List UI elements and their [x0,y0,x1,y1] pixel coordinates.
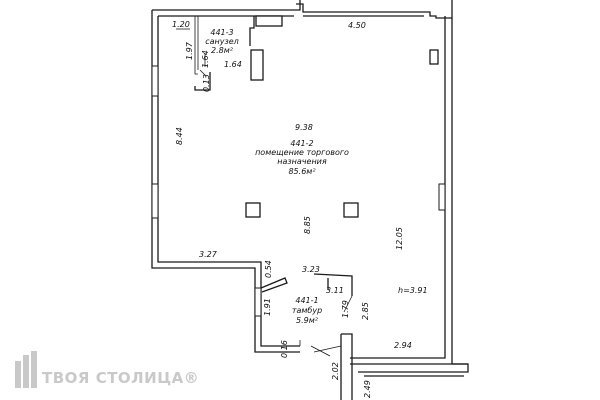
main-name-line1: помещение торгового [255,148,349,157]
dim-2-49: 2.49 [363,380,372,398]
shaft-top-right [429,49,439,65]
wc-name: санузел [205,37,239,46]
wc-number: 441-3 [210,28,233,37]
dim-9-38: 9.38 [295,123,313,132]
logo-text: ТВОЯ СТОЛИЦА® [42,369,200,387]
window-right [438,183,446,211]
vestibule-area: 5.9м² [296,316,319,325]
dimension-ticks [176,28,207,77]
dim-4-50: 4.50 [348,21,366,30]
dim-1-64-horizontal: 1.64 [224,60,242,69]
watermark-logo: ТВОЯ СТОЛИЦА® [14,349,199,389]
vestibule-name: тамбур [292,306,322,315]
dim-1-91: 1.91 [263,298,272,316]
main-number: 441-2 [290,139,313,148]
dim-2-94: 2.94 [394,341,412,350]
dim-3-27: 3.27 [199,250,218,259]
main-area: 85.6м² [288,167,316,176]
outer-walls [151,0,469,400]
dim-0-13: 0.13 [202,74,211,92]
dim-1-64-vertical: 1.64 [201,50,210,68]
wc-area: 2.8м² [211,46,234,55]
vestibule-number: 441-1 [295,296,318,305]
dim-1-20: 1.20 [172,20,190,29]
dim-8-44: 8.44 [175,127,184,145]
dim-2-02: 2.02 [331,362,340,380]
shaft-top [255,15,283,27]
window-vestibule [254,287,262,317]
dim-12-05: 12.05 [395,227,404,250]
dim-0-16: 0.16 [280,340,289,358]
room-wc-label: 441-3 санузел 2.8м² [205,28,239,55]
room-main-label: 441-2 помещение торгового назначения 85.… [255,139,349,176]
window-left-lower [151,183,159,219]
dim-ceiling-height: h=3.91 [398,286,428,295]
building-logo-icon [15,351,37,388]
wc-walls [194,15,439,91]
vestibule-walls [260,273,353,357]
dim-8-85: 8.85 [303,216,312,234]
columns [245,202,359,218]
dim-3-11: 3.11 [326,286,344,295]
dim-2-85: 2.85 [361,302,370,320]
room-vestibule-label: 441-1 тамбур 5.9м² [292,296,322,325]
window-left-upper [151,65,159,97]
dim-1-97: 1.97 [185,41,194,60]
dimensions: 1.20 4.50 1.97 1.64 1.64 0.13 9.38 8.44 … [172,20,428,398]
column-left [245,202,261,218]
dim-3-23: 3.23 [302,265,320,274]
dim-1-79: 1.79 [341,300,350,318]
dim-0-54: 0.54 [264,260,273,278]
column-right [343,202,359,218]
windows [151,65,446,317]
wc-fixture [250,49,264,81]
main-name-line2: назначения [277,157,327,166]
